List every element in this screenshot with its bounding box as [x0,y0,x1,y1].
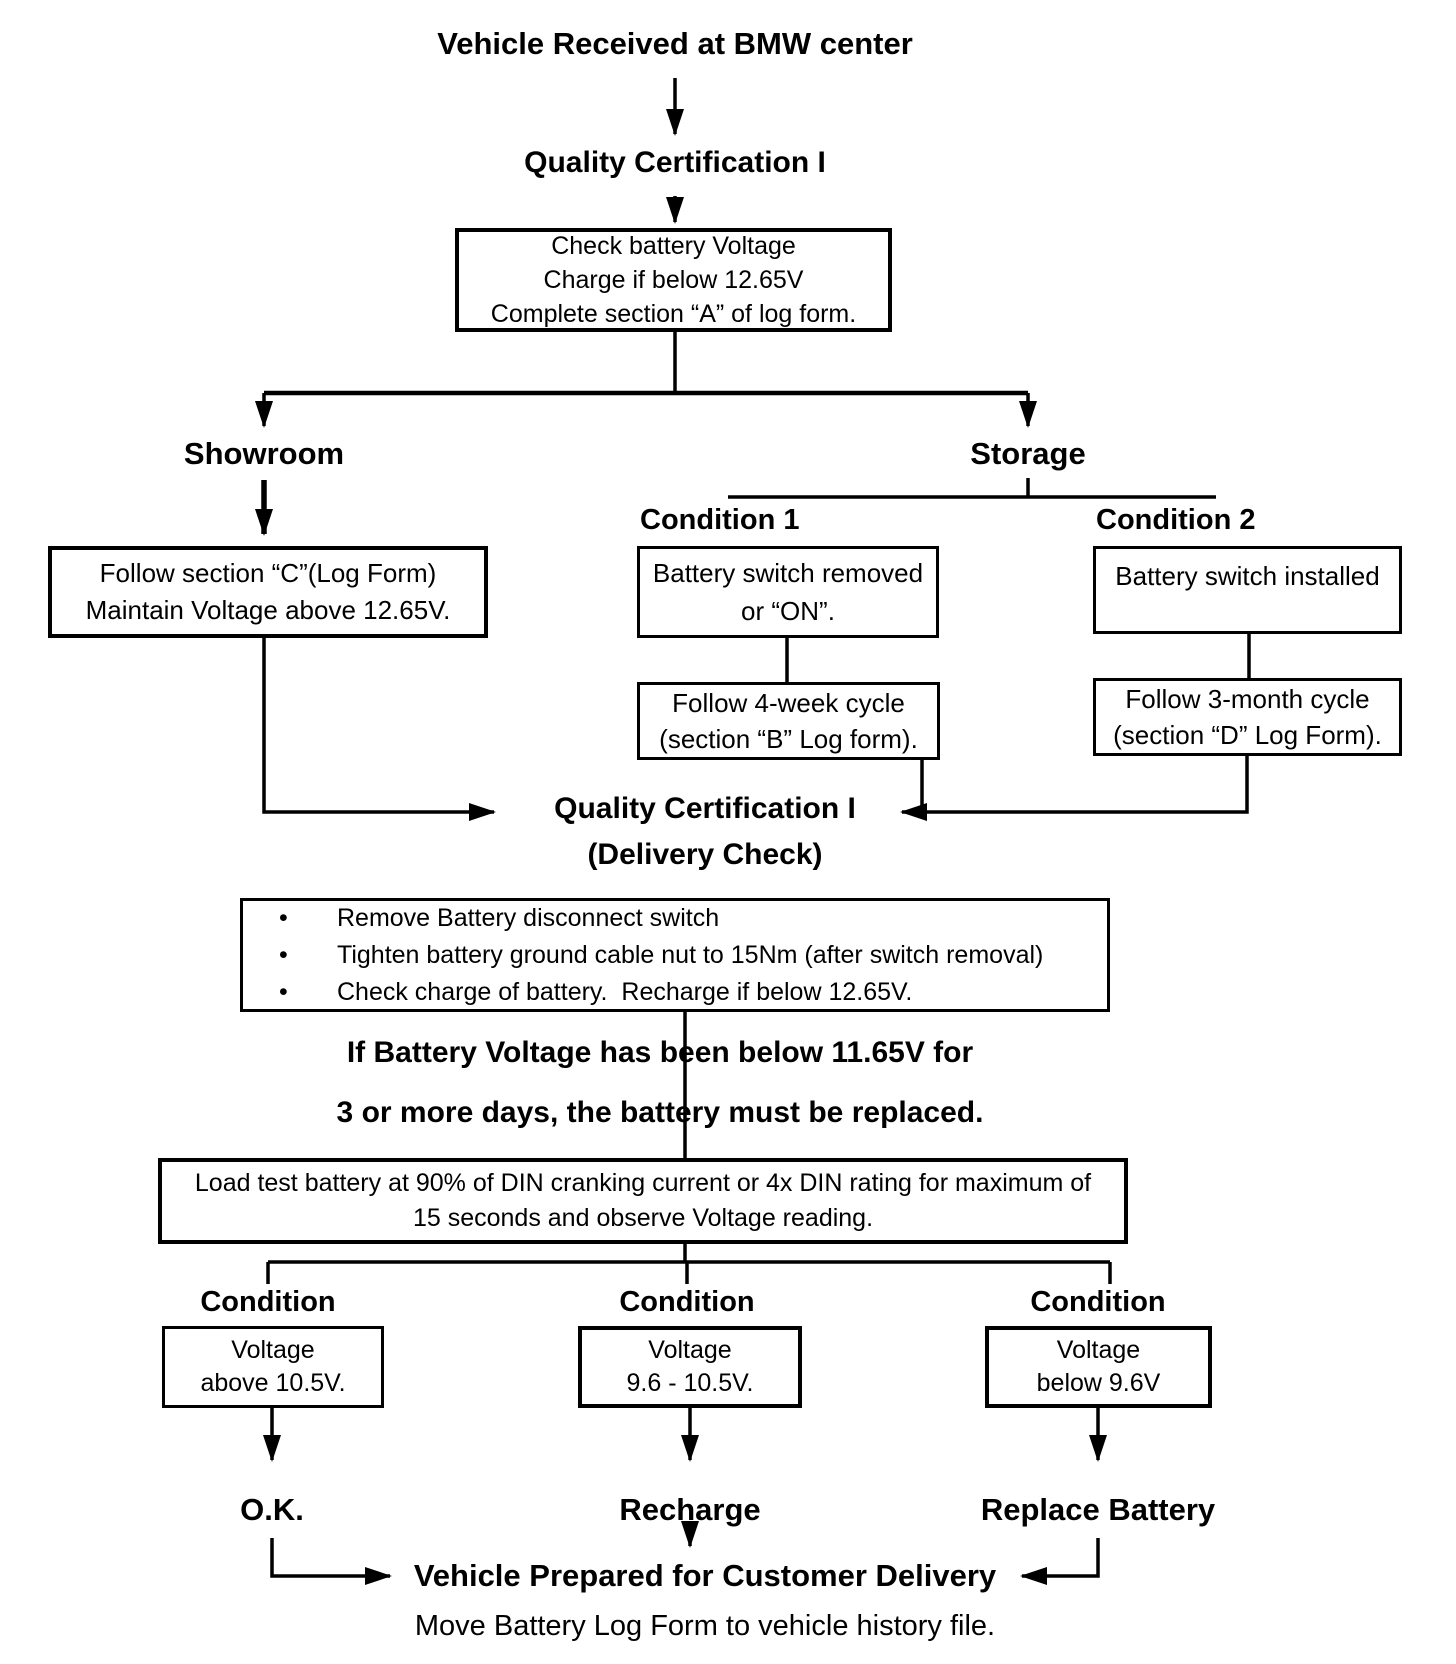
box-battery-switch-removed: Battery switch removed or “ON”. [637,546,939,638]
arrow-replace-to-final [1020,1538,1100,1585]
box-showroom-follow-c: Follow section “C”(Log Form) Maintain Vo… [48,546,488,638]
box-switch-removed-line2: or “ON”. [741,596,835,626]
box-voltage2-line2: 9.6 - 10.5V. [626,1369,754,1397]
node-outcome-condition-3: Condition [1030,1286,1166,1318]
node-replace-rule-line2: 3 or more days, the battery must be repl… [336,1096,984,1129]
box-voltage1-line1: Voltage [231,1336,315,1364]
box-voltage3-line1: Voltage [1056,1336,1141,1364]
box-load-test: Load test battery at 90% of DIN cranking… [158,1158,1128,1244]
box-battery-switch-installed: Battery switch installed [1093,546,1402,634]
arrow-ok-to-final [270,1538,392,1585]
box-voltage3-line2: below 9.6V [1036,1369,1161,1397]
box-switch-removed-line1: Battery switch removed [652,558,924,588]
node-action-ok: O.K. [240,1492,304,1527]
arrow-boxc-to-qcdelivery [262,638,496,821]
box-3-month-line2: (section “D” Log Form). [1113,720,1382,750]
box-switch-installed-line1: Battery switch installed [1115,561,1380,591]
node-qc-delivery-subtitle: (Delivery Check) [587,838,823,871]
bullet-icon: • [279,977,288,1006]
node-showroom: Showroom [183,436,345,471]
node-storage: Storage [970,436,1086,471]
box-voltage-9-6-to-10-5: Voltage 9.6 - 10.5V. [578,1326,802,1408]
box-showroom-line2: Maintain Voltage above 12.65V. [85,595,451,625]
node-replace-rule-line1: If Battery Voltage has been below 11.65V… [346,1036,974,1069]
node-action-recharge: Recharge [619,1492,761,1527]
box-3-month-line1: Follow 3-month cycle [1125,684,1370,714]
box-voltage-below-9-6: Voltage below 9.6V [985,1326,1212,1408]
task-remove-switch: Remove Battery disconnect switch [337,903,720,932]
box-voltage2-line1: Voltage [648,1336,732,1364]
node-qc-delivery-title: Quality Certification I [554,792,856,825]
node-outcome-condition-1: Condition [200,1286,336,1318]
node-move-log-form: Move Battery Log Form to vehicle history… [414,1610,996,1642]
node-outcome-condition-2: Condition [619,1286,755,1318]
task-row: • Check charge of battery. Recharge if b… [265,974,1107,1011]
task-tighten-nut: Tighten battery ground cable nut to 15Nm… [337,940,1044,969]
box-check-battery-line1: Check battery Voltage [551,232,796,260]
box-load-test-line1: Load test battery at 90% of DIN cranking… [194,1169,1092,1197]
box-voltage1-line2: above 10.5V. [200,1369,346,1397]
box-4-week-line1: Follow 4-week cycle [672,688,905,718]
box-4-week-cycle: Follow 4-week cycle (section “B” Log for… [637,682,940,760]
box-load-test-line2: 15 seconds and observe Voltage reading. [412,1204,874,1232]
bullet-icon: • [279,940,288,969]
box-check-battery: Check battery Voltage Charge if below 12… [455,228,892,332]
node-action-replace-battery: Replace Battery [980,1492,1216,1527]
node-condition-2: Condition 2 [1096,504,1256,536]
arrow-cycled-to-qcdelivery [900,754,1249,821]
task-row: • Tighten battery ground cable nut to 15… [265,937,1107,974]
task-check-charge: Check charge of battery. Recharge if bel… [337,977,913,1006]
box-3-month-cycle: Follow 3-month cycle (section “D” Log Fo… [1093,678,1402,756]
box-voltage-above-10-5: Voltage above 10.5V. [162,1326,384,1408]
node-vehicle-prepared: Vehicle Prepared for Customer Delivery [413,1558,997,1593]
node-quality-certification-1: Quality Certification I [524,146,826,179]
box-check-battery-line2: Charge if below 12.65V [543,266,804,294]
box-delivery-tasks: • Remove Battery disconnect switch • Tig… [240,898,1110,1012]
node-vehicle-received: Vehicle Received at BMW center [437,26,913,61]
box-check-battery-line3: Complete section “A” of log form. [490,300,857,328]
task-row: • Remove Battery disconnect switch [265,900,1107,937]
node-condition-1: Condition 1 [640,504,800,536]
bullet-icon: • [279,903,288,932]
box-showroom-line1: Follow section “C”(Log Form) [99,558,437,588]
box-4-week-line2: (section “B” Log form). [659,724,918,754]
